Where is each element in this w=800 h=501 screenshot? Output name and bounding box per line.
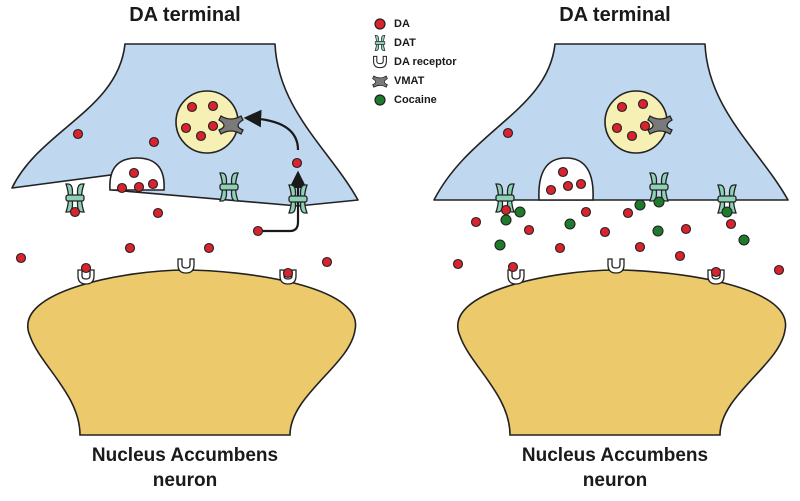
legend-label-dat: DAT (394, 36, 416, 49)
vmat-transporter-icon (372, 75, 388, 88)
cocaine-molecule (738, 234, 750, 246)
da-molecule (282, 267, 294, 279)
right-nucleus-accumbens-neuron (457, 269, 787, 436)
da-molecule (321, 256, 333, 268)
right-neuron-line-1: Nucleus Accumbens (521, 445, 709, 466)
da-molecule (634, 241, 646, 253)
da-molecule (203, 242, 215, 254)
left-title: DA terminal (129, 4, 241, 26)
cocaine-molecule (514, 206, 526, 218)
da-molecule (680, 223, 692, 235)
da-molecule (562, 180, 574, 192)
legend-item-da: DA (372, 14, 457, 33)
da-molecule (152, 207, 164, 219)
da-molecule (575, 178, 587, 190)
da-molecule (148, 136, 160, 148)
legend-item-da-receptor: DA receptor (372, 52, 457, 71)
right-receptor-2 (607, 258, 625, 274)
da-molecule (80, 262, 92, 274)
legend-item-vmat: VMAT (372, 71, 457, 90)
da-molecule (186, 101, 198, 113)
da-molecule (725, 218, 737, 230)
right-panel (433, 43, 789, 436)
da-molecule (128, 167, 140, 179)
da-molecule (147, 178, 159, 190)
da-molecule (639, 120, 651, 132)
da-molecule (133, 181, 145, 193)
da-molecule (195, 130, 207, 142)
left-neuron-label: Nucleus Accumbens neuron (35, 444, 335, 493)
left-nucleus-accumbens-neuron (27, 269, 357, 436)
da-molecule (72, 128, 84, 140)
right-neuron-line-2: neuron (582, 469, 648, 491)
legend-label-da: DA (394, 17, 410, 30)
da-molecule (710, 266, 722, 278)
da-molecule (626, 130, 638, 142)
legend-label-da-receptor: DA receptor (394, 55, 457, 68)
da-molecule (116, 182, 128, 194)
da-molecule (291, 157, 303, 169)
da-molecule (502, 127, 514, 139)
da-molecule (599, 226, 611, 238)
legend-label-cocaine: Cocaine (394, 93, 437, 106)
right-title: DA terminal (559, 4, 671, 26)
cocaine-molecule (652, 225, 664, 237)
legend-label-vmat: VMAT (394, 74, 425, 87)
da-molecule (452, 258, 464, 270)
da-molecule (207, 100, 219, 112)
left-neuron-line-1: Nucleus Accumbens (91, 445, 279, 466)
da-molecule (507, 261, 519, 273)
legend-item-dat: DAT (372, 33, 457, 52)
da-molecule (773, 264, 785, 276)
right-neuron-label: Nucleus Accumbens neuron (465, 444, 765, 493)
da-molecule (674, 250, 686, 262)
da-molecule (252, 225, 264, 237)
da-molecule (616, 101, 628, 113)
left-reuptake-arrow (262, 170, 307, 233)
cocaine-molecule (564, 218, 576, 230)
cocaine-molecule (500, 214, 512, 226)
da-molecule (523, 224, 535, 236)
da-receptor-icon (373, 55, 387, 68)
left-vesicle-arrow (243, 109, 300, 151)
legend-item-cocaine: Cocaine (372, 90, 457, 109)
da-molecule (622, 207, 634, 219)
da-molecule (611, 122, 623, 134)
da-molecule (69, 206, 81, 218)
da-molecule (15, 252, 27, 264)
left-neuron-line-2: neuron (152, 469, 218, 491)
da-molecule (500, 204, 512, 216)
cocaine-molecule (721, 206, 733, 218)
cocaine-molecule (494, 239, 506, 251)
da-molecule (637, 98, 649, 110)
da-molecule (207, 120, 219, 132)
left-receptor-2 (177, 258, 195, 274)
da-molecule (580, 206, 592, 218)
da-molecule (470, 216, 482, 228)
cocaine-molecule (653, 196, 665, 208)
da-molecule (554, 242, 566, 254)
da-molecule (557, 166, 569, 178)
cocaine-molecule-icon (374, 93, 386, 106)
da-molecule (180, 122, 192, 134)
left-panel (11, 43, 359, 436)
legend: DA DAT DA receptor VMAT Cocaine (372, 14, 457, 109)
dat-transporter-icon (374, 34, 386, 51)
da-molecule-icon (374, 17, 386, 30)
da-molecule (545, 184, 557, 196)
right-receptor-1 (507, 269, 525, 285)
da-molecule (124, 242, 136, 254)
cocaine-molecule (634, 199, 646, 211)
